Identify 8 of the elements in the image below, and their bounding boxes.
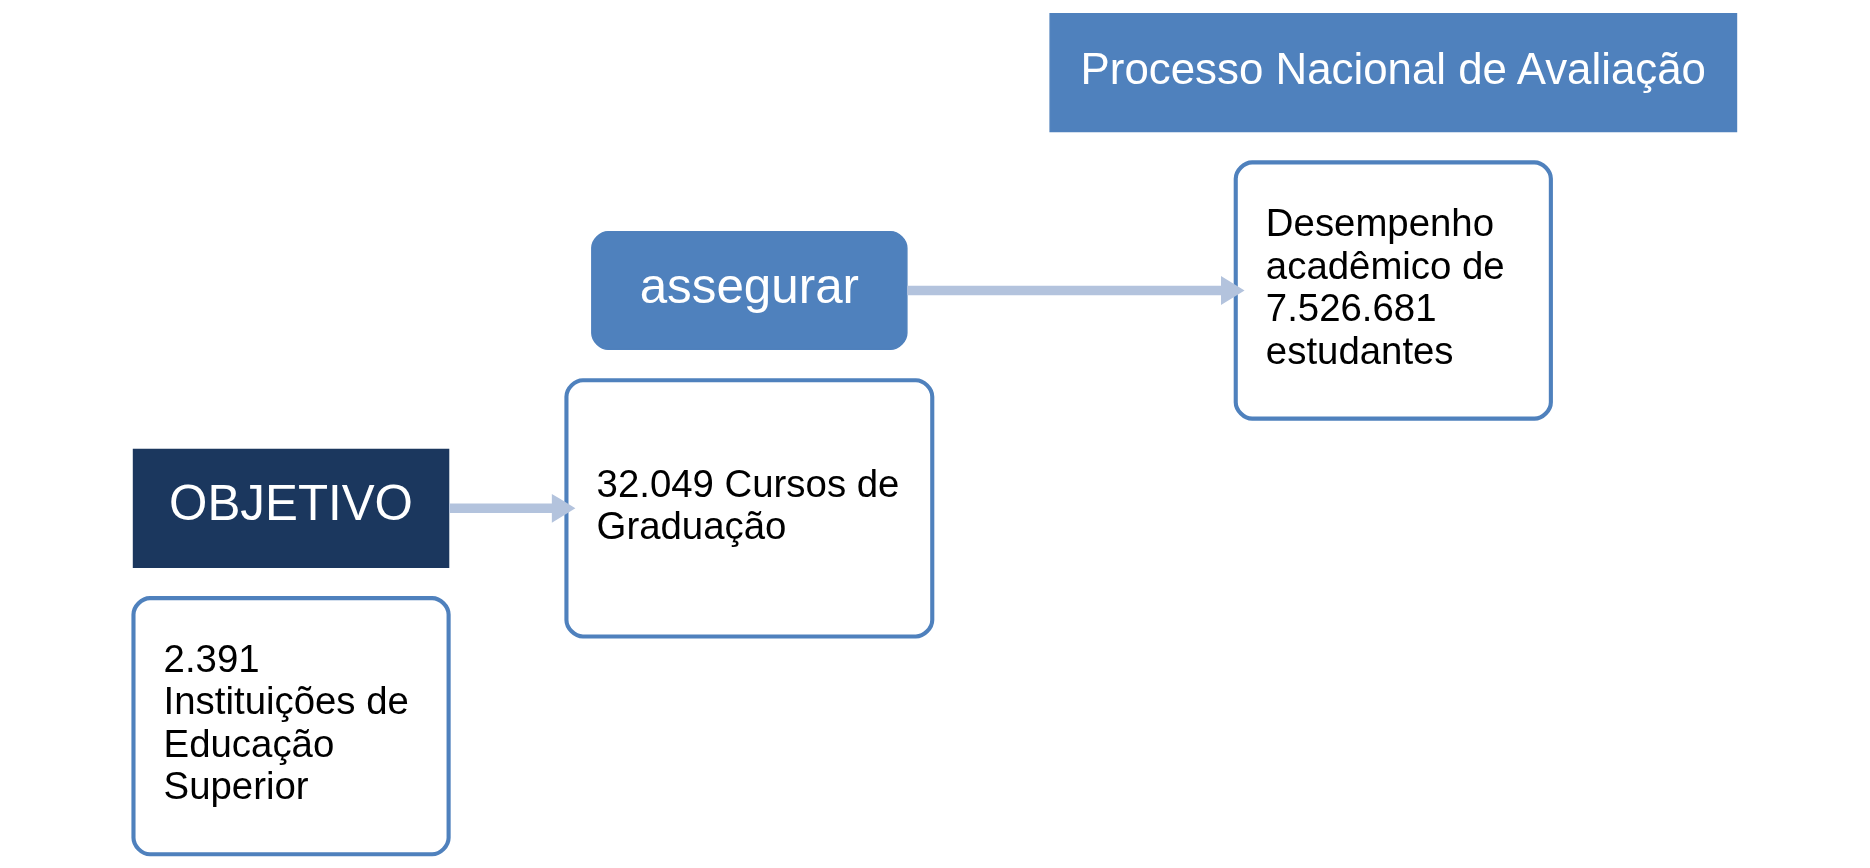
- node-box: 32.049 Cursos de Graduação: [564, 378, 935, 639]
- node-box: 2.391 Instituições de Educação Superior: [131, 596, 451, 857]
- arrow: [907, 276, 1245, 305]
- node-box: assegurar: [591, 230, 908, 351]
- node-box: Processo Nacional de Avaliação: [1049, 13, 1738, 133]
- arrow: [449, 493, 576, 523]
- node-box: OBJETIVO: [132, 448, 450, 568]
- node-box: Desempenho acadêmico de 7.526.681 estudantes: [1233, 160, 1553, 421]
